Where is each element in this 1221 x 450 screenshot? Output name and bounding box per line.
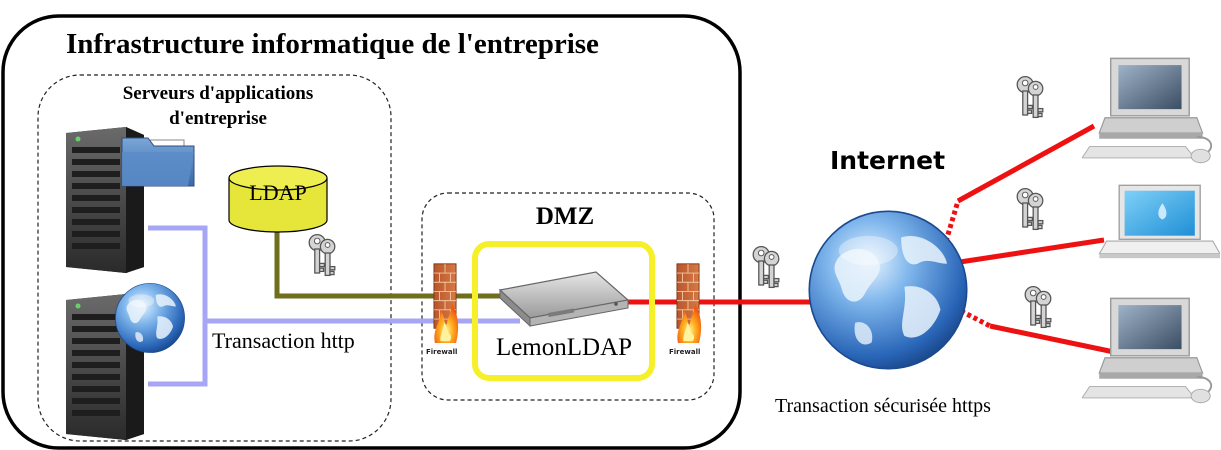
ldap-label: LDAP	[249, 180, 307, 205]
firewall-right-label: Firewall	[669, 348, 700, 356]
key-icon	[1016, 187, 1044, 231]
network-appliance-icon	[498, 271, 630, 328]
firewall-left-label: Firewall	[426, 348, 457, 356]
ldap-database-icon	[228, 165, 328, 233]
page-title: Infrastructure informatique de l'entrepr…	[66, 28, 599, 60]
enterprise-infrastructure-zone	[1, 14, 742, 450]
firewall-right: Firewall	[669, 263, 702, 356]
lemonldap-label: LemonLDAP	[495, 334, 633, 361]
globe-icon	[115, 283, 185, 353]
servers-zone	[37, 74, 392, 442]
http-link	[148, 225, 520, 387]
laptop-icon	[1098, 184, 1220, 259]
internet-label: Internet	[830, 146, 946, 175]
desktop-computer-icon	[1082, 57, 1213, 164]
key-icon	[1016, 75, 1044, 119]
key-icon	[308, 233, 336, 277]
servers-zone-label: Serveurs d'applications d'entreprise	[122, 83, 314, 129]
lemonldap-highlight	[472, 241, 655, 381]
internet-globe-icon	[808, 210, 968, 370]
dmz-label: DMZ	[535, 203, 595, 230]
key-icon	[1024, 285, 1052, 329]
http-transaction-label: Transaction http	[212, 328, 355, 353]
https-transaction-label: Transaction sécurisée https	[775, 395, 991, 417]
firewall-icon	[433, 263, 459, 344]
firewall-icon	[676, 263, 702, 344]
key-icon	[752, 245, 780, 289]
folder-icon	[121, 137, 195, 187]
firewall-left: Firewall	[426, 263, 459, 356]
